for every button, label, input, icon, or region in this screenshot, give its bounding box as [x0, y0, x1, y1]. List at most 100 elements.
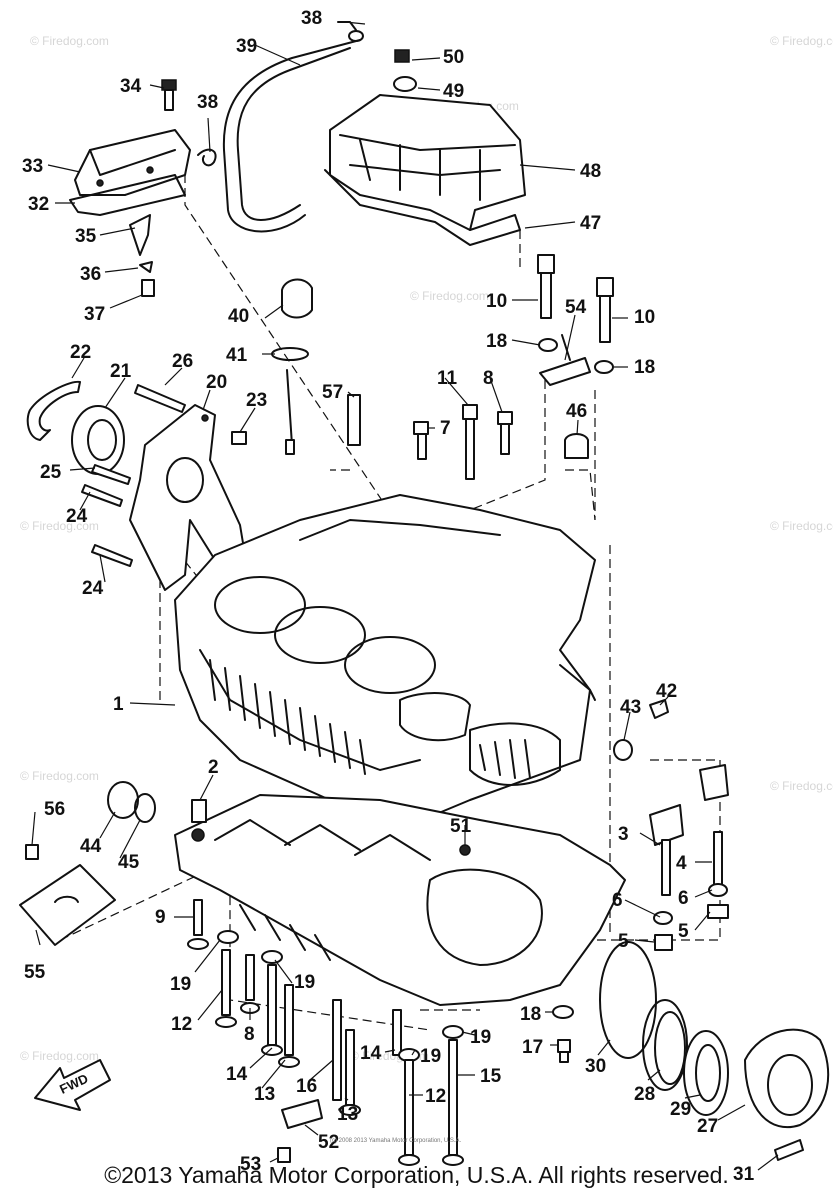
- breather-plate: [129, 214, 155, 297]
- callout-11: 11: [437, 368, 458, 389]
- callout-6: 6: [612, 890, 623, 911]
- tiny-notice: (c) 2008 2013 Yamaha Motor Corporation, …: [330, 1138, 462, 1144]
- callout-1: 1: [113, 694, 124, 715]
- callout-22: 22: [70, 342, 91, 363]
- callout-16: 16: [296, 1076, 317, 1097]
- callout-54: 54: [565, 297, 587, 318]
- side-plugs: [107, 699, 669, 823]
- callout-17: 17: [522, 1037, 543, 1058]
- callout-12: 12: [171, 1014, 192, 1035]
- callout-4: 4: [676, 853, 687, 874]
- callout-51: 51: [450, 816, 472, 837]
- holder-bolts: [81, 384, 247, 567]
- callout-35: 35: [75, 226, 97, 247]
- callout-18: 18: [520, 1004, 541, 1025]
- callout-44: 44: [80, 836, 102, 857]
- lower-bolts: [187, 899, 574, 1166]
- callout-19: 19: [170, 974, 191, 995]
- callout-30: 30: [585, 1056, 606, 1077]
- breather-cover: [69, 129, 191, 216]
- callout-15: 15: [480, 1066, 502, 1087]
- oil-filler-cap: [271, 278, 313, 455]
- strainer-cover: [19, 844, 116, 946]
- crank-oil-seal: [26, 380, 81, 441]
- callout-12: 12: [425, 1086, 446, 1107]
- watermark-text: © Firedog.com: [20, 1049, 99, 1063]
- callout-33: 33: [22, 156, 43, 177]
- callout-10: 10: [634, 307, 655, 328]
- callout-23: 23: [246, 390, 267, 411]
- watermark-text: © Firedog.com: [20, 769, 99, 783]
- callout-5: 5: [618, 931, 629, 952]
- callout-57: 57: [322, 382, 343, 403]
- callout-45: 45: [118, 852, 140, 873]
- callout-40: 40: [228, 306, 249, 327]
- callout-47: 47: [580, 213, 601, 234]
- watermark-text: © Firedog.com: [20, 519, 99, 533]
- forward-direction-arrow: FWD: [34, 1059, 111, 1111]
- callout-13: 13: [337, 1104, 358, 1125]
- callout-34: 34: [120, 76, 142, 97]
- callout-27: 27: [697, 1116, 718, 1137]
- callout-13: 13: [254, 1084, 275, 1105]
- callout-10: 10: [486, 291, 507, 312]
- breather-hose: [222, 39, 361, 233]
- callout-41: 41: [226, 345, 248, 366]
- callout-24: 24: [66, 506, 88, 527]
- callout-48: 48: [580, 161, 601, 182]
- callout-32: 32: [28, 194, 49, 215]
- callout-21: 21: [110, 361, 132, 382]
- bearing-holder: [129, 404, 246, 591]
- breather-bolt: [161, 79, 177, 111]
- callout-19: 19: [470, 1027, 491, 1048]
- callout-28: 28: [634, 1084, 655, 1105]
- callout-42: 42: [656, 681, 677, 702]
- callout-53: 53: [240, 1154, 261, 1175]
- callout-18: 18: [486, 331, 507, 352]
- leader-lines: [31, 21, 779, 1171]
- part-callouts: 38 39 50 49 34 38 33 32 35 36 37 48 47 1…: [22, 8, 755, 1185]
- watermark-layer: © Firedog.com © Firedog.com © Firedog.co…: [20, 34, 833, 1063]
- copyright-notice: ©2013 Yamaha Motor Corporation, U.S.A. A…: [104, 1162, 729, 1188]
- callout-26: 26: [172, 351, 193, 372]
- callout-3: 3: [618, 824, 629, 845]
- callout-55: 55: [24, 962, 46, 983]
- callout-46: 46: [566, 401, 587, 422]
- crank-end-covers: [599, 941, 830, 1161]
- callout-5: 5: [678, 921, 689, 942]
- top-cover: [324, 49, 526, 246]
- watermark-text: © Firedog.com: [770, 779, 833, 793]
- callout-19: 19: [294, 972, 315, 993]
- callout-25: 25: [40, 462, 62, 483]
- watermark-text: © Firedog.com: [30, 34, 109, 48]
- callout-24: 24: [82, 578, 104, 599]
- callout-50: 50: [443, 47, 464, 68]
- watermark-text: © Firedog.com: [410, 289, 489, 303]
- callout-20: 20: [206, 372, 227, 393]
- watermark-text: © Firedog.com: [770, 34, 833, 48]
- upper-crankcase: [174, 494, 596, 826]
- callout-39: 39: [236, 36, 257, 57]
- callout-37: 37: [84, 304, 105, 325]
- small-parts: [191, 799, 471, 1163]
- callout-9: 9: [155, 907, 166, 928]
- callout-52: 52: [318, 1132, 339, 1153]
- callout-8: 8: [483, 368, 494, 389]
- callout-29: 29: [670, 1099, 691, 1120]
- crank-bearing: [71, 405, 125, 475]
- callout-14: 14: [226, 1064, 248, 1085]
- callout-38: 38: [301, 8, 322, 29]
- callout-18: 18: [634, 357, 655, 378]
- callout-38: 38: [197, 92, 218, 113]
- top-bolts: [537, 254, 614, 386]
- callout-2: 2: [208, 757, 219, 778]
- callout-36: 36: [80, 264, 101, 285]
- callout-31: 31: [733, 1164, 755, 1185]
- callout-7: 7: [440, 418, 451, 439]
- callout-56: 56: [44, 799, 65, 820]
- callout-6: 6: [678, 888, 689, 909]
- callout-49: 49: [443, 81, 464, 102]
- callout-19: 19: [420, 1046, 441, 1067]
- crank-caps: [649, 764, 729, 951]
